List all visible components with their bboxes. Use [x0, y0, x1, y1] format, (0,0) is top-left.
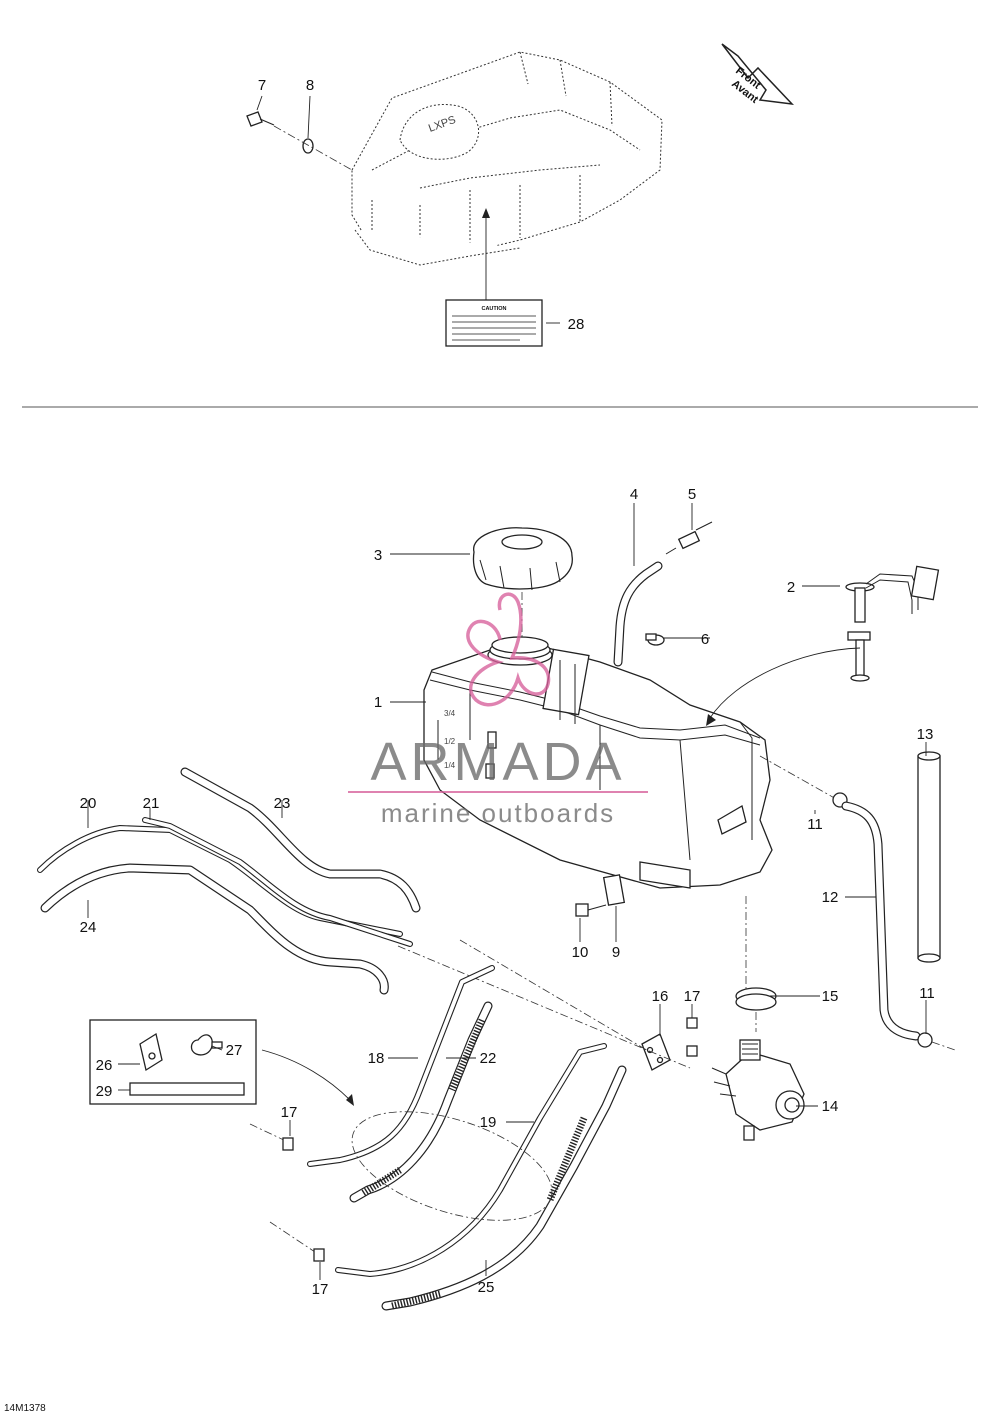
watermark: ARMADA marine outboards [348, 592, 648, 828]
kit-arrowhead [346, 1094, 354, 1106]
callout-17-middle: 17 [281, 1104, 298, 1121]
oil-hose-19 [335, 1043, 607, 1277]
bolt [246, 111, 275, 127]
callout-13: 13 [917, 726, 934, 743]
callout-11-upper: 11 [807, 816, 823, 833]
strap-screw [575, 903, 607, 917]
clamp-lower [917, 1032, 933, 1048]
callout-3: 3 [374, 547, 382, 564]
callout-11-lower: 11 [919, 985, 935, 1002]
callout-23: 23 [274, 795, 291, 812]
sensor-arrowhead [706, 714, 716, 726]
callout-18: 18 [368, 1050, 385, 1067]
fuel-tank-upper-outline: LXPS [351, 51, 663, 266]
callout-20: 20 [80, 795, 97, 812]
callout-27: 27 [226, 1042, 243, 1059]
caution-label-heading: CAUTION [481, 306, 506, 312]
accessory-kit-box [89, 1019, 257, 1105]
svg-text:3/4: 3/4 [444, 709, 456, 718]
callout-4: 4 [630, 486, 638, 503]
callout-5: 5 [688, 486, 696, 503]
callout-2: 2 [787, 579, 795, 596]
watermark-tagline: marine outboards [381, 798, 615, 828]
oil-hose-18 [307, 965, 495, 1167]
vent-fitting [665, 521, 713, 555]
pump-clamp [735, 987, 777, 1011]
oil-hose-23 [180, 767, 421, 913]
callout-1: 1 [374, 694, 382, 711]
oil-pump [711, 1039, 805, 1141]
watermark-brand: ARMADA [370, 732, 625, 792]
callout-12: 12 [822, 889, 839, 906]
callout-19: 19 [480, 1114, 497, 1131]
callout-26: 26 [96, 1057, 113, 1074]
hose-grouping-ellipse [351, 1111, 553, 1221]
callout-8: 8 [306, 77, 314, 94]
callout-14: 14 [822, 1098, 839, 1115]
callout-22: 22 [480, 1050, 497, 1067]
callout-17-pump: 17 [684, 988, 701, 1005]
caution-label: CAUTION [445, 299, 543, 347]
callouts: 3 1 4 5 2 6 7 8 28 13 11 12 11 10 9 15 1… [80, 77, 935, 1298]
callout-17-lower: 17 [312, 1281, 329, 1298]
oil-hose-24 [40, 863, 389, 995]
callout-6: 6 [701, 631, 709, 648]
washer [302, 138, 314, 154]
hose-nut-lower [313, 1248, 325, 1262]
svg-text:1/4: 1/4 [444, 761, 456, 770]
callout-15: 15 [822, 988, 839, 1005]
callout-9: 9 [612, 944, 620, 961]
watermark-logo [466, 592, 551, 707]
level-sensor [845, 565, 940, 682]
callout-7: 7 [258, 77, 266, 94]
hose-clamp [645, 633, 665, 646]
filler-cap [472, 527, 573, 591]
tank-strap [602, 874, 626, 906]
oil-hose-12 [841, 801, 921, 1041]
oil-hose-22 [349, 1001, 493, 1203]
drawing-code: 14M1378 [4, 1403, 46, 1414]
oil-tank: 3/4 1/2 1/4 [423, 647, 773, 889]
callout-28: 28 [568, 316, 585, 333]
callout-25: 25 [478, 1279, 495, 1296]
callout-16: 16 [652, 988, 669, 1005]
callout-10: 10 [572, 944, 589, 961]
callout-24: 24 [80, 919, 97, 936]
svg-text:1/2: 1/2 [444, 737, 456, 746]
oil-hose-25 [381, 1065, 627, 1311]
front-direction-arrow: Front Avant [721, 43, 794, 106]
hose-nut-upper [282, 1137, 294, 1151]
pointer-arrowhead [482, 208, 490, 218]
oil-hose-21 [142, 817, 413, 947]
callout-21: 21 [143, 795, 160, 812]
callout-29: 29 [96, 1083, 113, 1100]
sleeve-13 [917, 751, 941, 963]
vent-hose [613, 561, 663, 667]
pump-bracket [641, 1033, 671, 1071]
nut [686, 1017, 698, 1057]
callout-leaders [87, 503, 927, 1280]
